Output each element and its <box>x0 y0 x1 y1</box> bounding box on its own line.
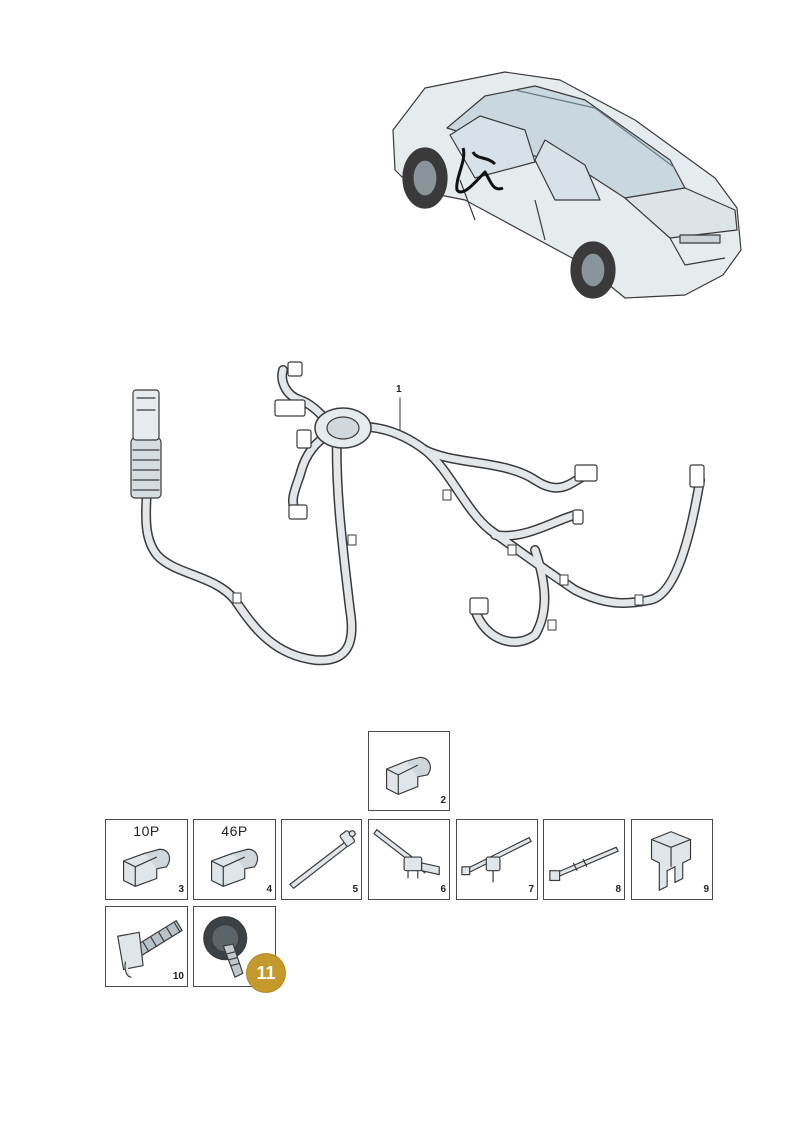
grommet-icon <box>203 916 248 979</box>
part-11-box[interactable] <box>193 906 276 987</box>
part-number: 10 <box>172 971 184 982</box>
part-3-box[interactable]: 10P 3 <box>105 819 188 900</box>
part-2-box[interactable]: 2 <box>368 731 450 811</box>
part-number: 2 <box>440 795 446 806</box>
cable-tie-clip-icon <box>373 828 440 879</box>
car-illustration <box>392 71 742 299</box>
part-4-box[interactable]: 46P 4 <box>193 819 276 900</box>
harness-callout: 1 <box>396 384 402 395</box>
part-9-box[interactable]: 9 <box>631 819 713 900</box>
part-number: 9 <box>703 884 709 895</box>
part-number: 5 <box>352 884 358 895</box>
part-8-box[interactable]: 8 <box>543 819 625 900</box>
bracket-clip-icon <box>650 831 692 892</box>
cable-tie-icon <box>288 830 356 890</box>
part-number: 3 <box>178 884 184 895</box>
part-6-box[interactable]: 6 <box>368 819 450 900</box>
part-number: 7 <box>528 884 534 895</box>
strap-icon <box>549 846 619 882</box>
part-number: 6 <box>440 884 446 895</box>
part-number: 8 <box>615 884 621 895</box>
part-10-box[interactable]: 10 <box>105 906 188 987</box>
connector-46p-icon <box>210 848 259 887</box>
part-number: 4 <box>266 884 272 895</box>
cable-tie-mount-icon <box>461 836 532 883</box>
connector-housing-icon <box>385 756 431 796</box>
wiring-harness <box>130 361 705 666</box>
corrugated-tube-grommet-icon <box>117 919 183 978</box>
part-5-box[interactable]: 5 <box>281 819 362 900</box>
connector-10p-icon <box>122 848 171 887</box>
part-11-highlight-badge[interactable]: 11 <box>247 954 285 992</box>
pin-count-label: 46P <box>221 823 248 839</box>
pin-count-label: 10P <box>133 823 160 839</box>
part-7-box[interactable]: 7 <box>456 819 538 900</box>
